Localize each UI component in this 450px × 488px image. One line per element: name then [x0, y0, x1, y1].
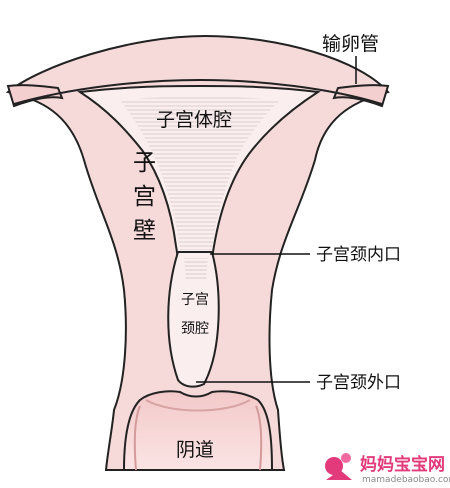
uterine-cavity-hatching — [120, 97, 280, 250]
label-fallopian-tube: 输卵管 — [322, 33, 379, 55]
cervical-canal-hatching — [184, 258, 208, 280]
label-cervical-canal-2: 颈腔 — [181, 321, 209, 337]
vagina — [122, 390, 274, 471]
watermark-logo-icon — [325, 453, 352, 480]
label-uterine-cavity: 子宫体腔 — [156, 109, 232, 131]
label-internal-os: 子宫颈内口 — [316, 245, 401, 265]
cervix-lip — [145, 399, 251, 412]
label-uterine-wall-1: 子 — [133, 150, 156, 176]
left-fallopian-end — [6, 84, 64, 108]
fallopian-tube-lower-edge — [13, 78, 383, 105]
label-external-os: 子宫颈外口 — [316, 373, 401, 393]
label-uterine-wall-3: 壁 — [133, 218, 156, 244]
label-cervical-canal-1: 子宫 — [181, 292, 209, 308]
watermark-url: mamadebaobao.com — [362, 475, 450, 485]
watermark-name: 妈妈宝宝网 — [360, 454, 445, 475]
label-uterine-wall-2: 宫 — [133, 184, 156, 210]
cervical-canal — [167, 251, 220, 388]
watermark: 妈妈宝宝网 mamadebaobao.com — [325, 453, 450, 485]
vagina-fold-left — [133, 405, 141, 471]
vagina-fold-right — [255, 405, 263, 471]
label-vagina: 阴道 — [176, 439, 214, 461]
